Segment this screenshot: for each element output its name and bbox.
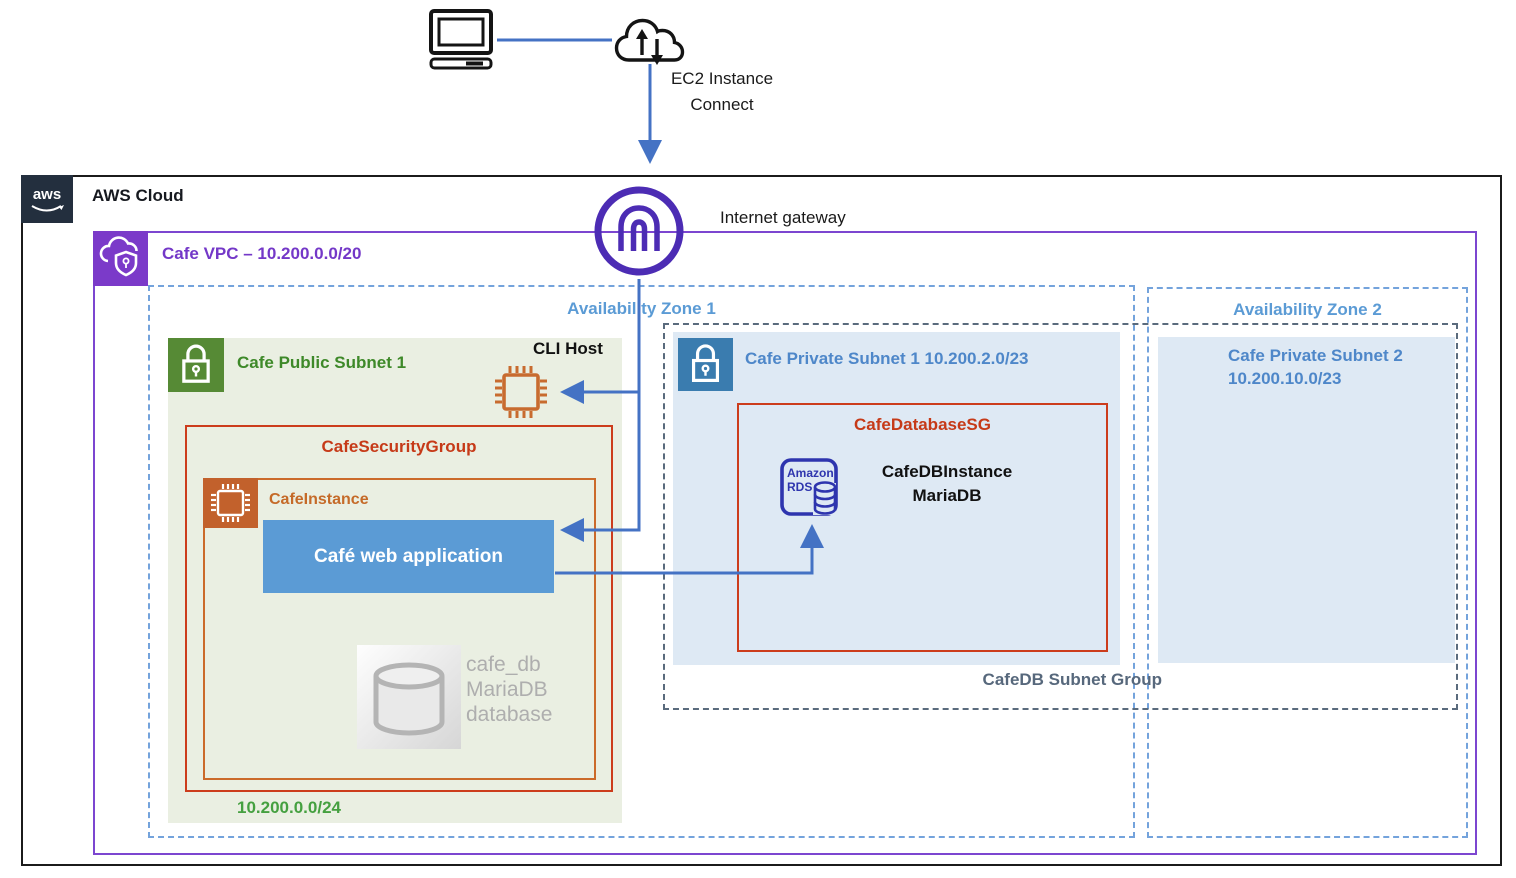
- cafe-security-group-label: CafeSecurityGroup: [321, 437, 477, 456]
- ec2-instance-connect-label: EC2 Instance Connect: [670, 69, 774, 114]
- private-subnet-2-title: Cafe Private Subnet 2 10.200.10.0/23: [1228, 346, 1403, 388]
- db-subnet-group-container: [663, 323, 1458, 710]
- web-application-box: Café web application: [263, 520, 554, 593]
- cafe-instance-ec2-icon: [203, 478, 258, 528]
- cafe-instance-label: CafeInstance: [269, 491, 369, 508]
- availability-zone-1-label: Availability Zone 1: [567, 299, 716, 318]
- private-subnet-1-lock-icon: [678, 338, 733, 391]
- public-subnet-title: Cafe Public Subnet 1: [237, 353, 407, 372]
- rds-icon: Amazon RDS: [779, 457, 839, 517]
- local-database-icon: [357, 645, 461, 749]
- local-database-label: cafe_db MariaDB database: [466, 653, 553, 726]
- cli-host-ec2-icon: [491, 362, 551, 422]
- cli-host-label: CLI Host: [533, 339, 603, 358]
- availability-zone-2-label: Availability Zone 2: [1233, 300, 1382, 319]
- public-subnet-cidr: 10.200.0.0/24: [237, 798, 341, 817]
- vpc-container: [93, 231, 1477, 855]
- connect-cloud-icon: [612, 15, 686, 67]
- vpc-icon: [93, 231, 148, 286]
- public-subnet-lock-icon: [168, 338, 224, 392]
- internet-gateway-icon: [591, 183, 687, 279]
- vpc-title: Cafe VPC – 10.200.0.0/20: [162, 244, 362, 263]
- rds-icon-text-line2: RDS: [787, 480, 812, 494]
- web-application-label: Café web application: [314, 545, 503, 567]
- internet-gateway-label: Internet gateway: [720, 208, 846, 227]
- rds-icon-text-line1: Amazon: [787, 466, 834, 480]
- aws-cloud-container: [21, 175, 1502, 866]
- cafe-instance: [203, 478, 596, 780]
- private-subnet-1: [673, 332, 1120, 665]
- aws-logo: aws: [21, 175, 73, 223]
- private-subnet-1-title: Cafe Private Subnet 1 10.200.2.0/23: [745, 349, 1029, 368]
- db-subnet-group-label: CafeDB Subnet Group: [982, 670, 1162, 689]
- cafe-security-group: [185, 425, 613, 792]
- cafe-database-sg: [737, 403, 1108, 652]
- private-subnet-2: [1158, 337, 1455, 663]
- aws-cloud-title: AWS Cloud: [92, 186, 184, 205]
- rds-instance-label: CafeDBInstance MariaDB: [881, 462, 1013, 505]
- availability-zone-2: [1147, 287, 1468, 838]
- aws-logo-text: aws: [33, 186, 61, 203]
- availability-zone-1: [148, 285, 1135, 838]
- cafe-database-sg-label: CafeDatabaseSG: [853, 415, 991, 434]
- aws-logo-icon: aws: [31, 186, 64, 212]
- client-computer-icon: [427, 8, 499, 70]
